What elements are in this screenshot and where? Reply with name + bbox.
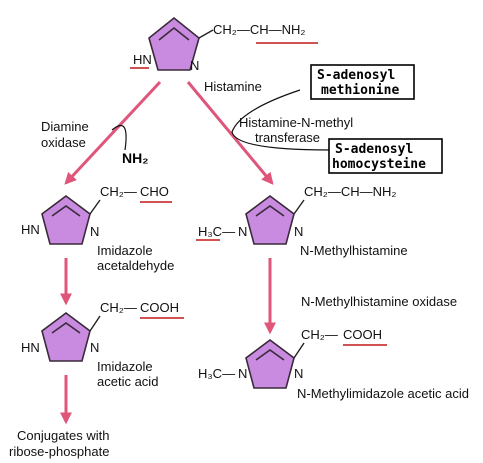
sam-sah-curve — [231, 89, 331, 151]
methylhistamine-label: N-Methylhistamine — [300, 243, 408, 258]
acetic-acid-cooh: COOH — [140, 300, 179, 315]
diamine-oxidase-line2: oxidase — [41, 135, 86, 150]
acetic-acid-label-2: acetic acid — [97, 374, 158, 389]
arrow-to-methylhistamine — [186, 81, 274, 185]
methylhistamine-methyl: H₃C— — [198, 224, 235, 239]
methylhistamine-n-right: N — [294, 224, 303, 239]
sah-line1: S-adenosyl — [335, 142, 413, 157]
acetic-acid-n: N — [90, 340, 99, 355]
acetic-acid-label-1: Imidazole — [97, 359, 153, 374]
ring-double-bond — [255, 349, 285, 361]
methylhistamine-n-ring: N — [238, 224, 247, 239]
methylimidazole-acetic-acid-molecule: CH₂— COOH H₃C— N N N-Methylimidazole ace… — [198, 327, 469, 401]
acetaldehyde-hn: HN — [21, 222, 40, 237]
methylimidazole-cooh: COOH — [343, 327, 382, 342]
acetaldehyde-label-1: Imidazole — [97, 243, 153, 258]
histamine-label: Histamine — [204, 79, 262, 94]
ring-chain-bond — [89, 199, 101, 215]
nh2-byproduct: NH₂ — [122, 150, 148, 166]
methyltransferase-line2: transferase — [255, 130, 320, 145]
methylhistamine-ring — [245, 195, 295, 245]
diamine-oxidase-line1: Diamine — [41, 119, 89, 134]
imidazole-acetaldehyde-ring — [41, 195, 91, 245]
histamine-imidazole-ring — [148, 16, 200, 71]
sah-line2: homocysteine — [332, 157, 426, 172]
arrow-to-imidazole-acetaldehyde — [64, 80, 162, 185]
methylimidazole-n-ring: N — [238, 366, 247, 381]
nh2-release-curve — [111, 125, 127, 151]
methylimidazole-n-right: N — [294, 366, 303, 381]
acetic-acid-chain-prefix: CH₂— — [100, 300, 137, 315]
ring-chain-bond — [293, 342, 305, 359]
imidazole-acetic-acid-molecule: CH₂— COOH HN N Imidazole acetic acid — [21, 300, 184, 389]
methylimidazole-chain-prefix: CH₂— — [301, 327, 338, 342]
histamine-molecule: CH₂—CH—NH₂ HN N Histamine — [130, 16, 318, 94]
methylimidazole-label: N-Methylimidazole acetic acid — [297, 386, 469, 401]
histamine-side-chain: CH₂—CH—NH₂ — [213, 22, 305, 37]
methylhistamine-chain: CH₂—CH—NH₂ — [304, 184, 396, 199]
histamine-n: N — [190, 58, 199, 73]
acetaldehyde-cho: CHO — [140, 184, 169, 199]
ring-chain-bond — [198, 29, 214, 39]
ring-double-bond — [255, 205, 285, 217]
conjugates-line2: ribose-phosphate — [9, 444, 109, 459]
methylimidazole-methyl: H₃C— — [198, 366, 235, 381]
sah-box: S-adenosyl homocysteine — [328, 138, 443, 174]
acetaldehyde-n: N — [90, 224, 99, 239]
methylhistamine-oxidase-label: N-Methylhistamine oxidase — [301, 294, 457, 309]
acetic-acid-hn: HN — [21, 340, 40, 355]
acetaldehyde-label-2: acetaldehyde — [97, 258, 174, 273]
ring-double-bond — [158, 26, 190, 41]
ring-double-bond — [51, 322, 81, 334]
acetaldehyde-chain-prefix: CH₂— — [100, 184, 137, 199]
ring-chain-bond — [293, 199, 305, 215]
sam-line2: methionine — [321, 83, 399, 98]
imidazole-acetaldehyde-molecule: CH₂— CHO HN N Imidazole acetaldehyde — [21, 184, 174, 273]
methylimidazole-ring — [245, 339, 295, 389]
ring-double-bond — [51, 205, 81, 217]
conjugates-line1: Conjugates with — [17, 428, 110, 443]
sam-line1: S-adenosyl — [317, 68, 395, 83]
methyltransferase-line1: Histamine-N-methyl — [239, 115, 353, 130]
methylhistamine-molecule: CH₂—CH—NH₂ H₃C— N N N-Methylhistamine — [196, 184, 408, 258]
imidazole-acetic-acid-ring — [41, 312, 91, 362]
sam-box: S-adenosyl methionine — [310, 64, 415, 100]
ring-chain-bond — [89, 315, 101, 332]
histamine-hn: HN — [133, 52, 152, 67]
